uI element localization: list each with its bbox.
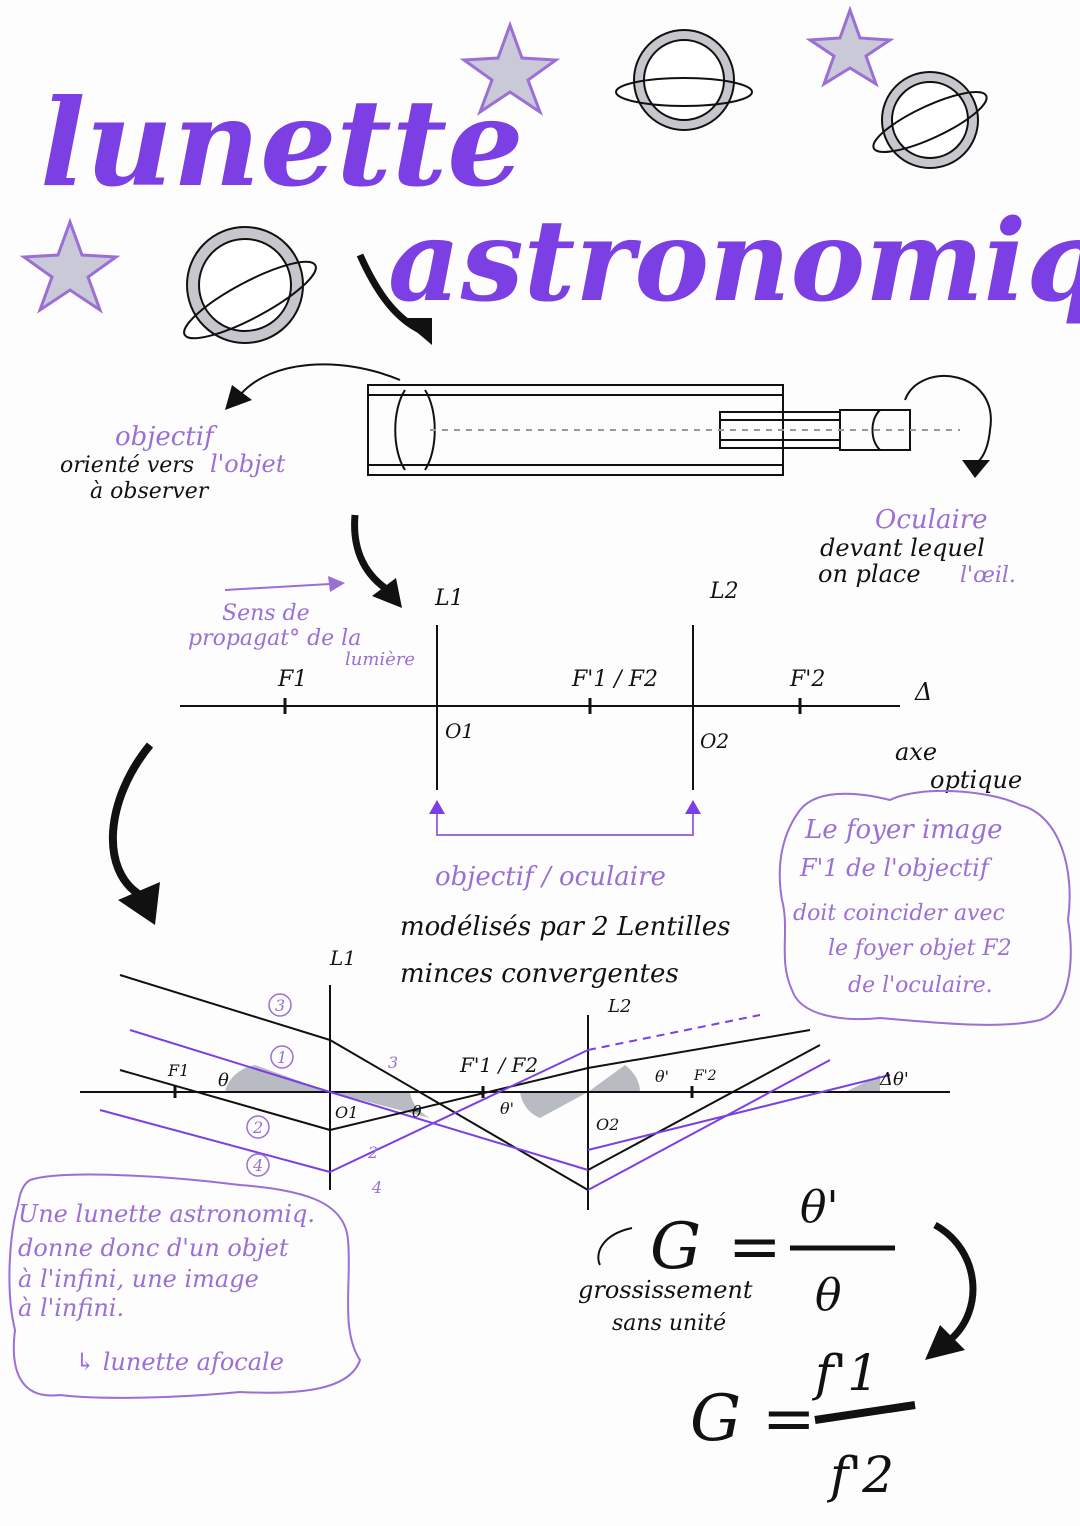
eyepiece-desc-1: devant lequel (820, 534, 985, 562)
axis-lens2-label: L2 (709, 579, 739, 604)
axis-f1p-f2-label: F'1 / F2 (571, 667, 658, 692)
ray-theta-p-label-2: θ' (655, 1067, 669, 1086)
star-icon (19, 217, 121, 314)
ray-lens1-label: L1 (329, 946, 356, 970)
ray-theta-p-label-1: θ' (500, 1099, 514, 1118)
formula-den-2: f'2 (826, 1446, 894, 1504)
afocal-note-line-2: donne donc d'un objet (18, 1234, 289, 1262)
arrow-to-eyepiece (904, 375, 992, 478)
lens-caption-2: modélisés par 2 Lentilles (400, 912, 730, 942)
formula-g-2: G (690, 1382, 741, 1456)
axis-f2p-label: F'2 (789, 667, 825, 692)
star-icon (805, 5, 895, 88)
formula-caption-2: sans unité (612, 1311, 726, 1336)
ray-number-1: 1 (277, 1048, 287, 1067)
direction-line-1: Sens de (222, 601, 310, 626)
focus-note-line-2: F'1 de l'objectif (799, 854, 993, 882)
formula-caption-1: grossissement (578, 1276, 753, 1304)
afocal-note-cloud (8, 1173, 362, 1399)
formula-eq-2: = (762, 1382, 816, 1456)
objective-label: objectif (115, 422, 218, 452)
eyepiece-label: Oculaire (875, 505, 988, 535)
ray-small-4: 4 (371, 1178, 382, 1197)
planet-icon (872, 71, 988, 169)
planet-icon (183, 226, 317, 344)
focus-note-cloud (778, 789, 1072, 1026)
ray-o2-label: O2 (596, 1115, 619, 1134)
focus-note-line-4: le foyer objet F2 (828, 936, 1012, 961)
ray-f1p-f2-label: F'1 / F2 (459, 1053, 538, 1077)
formula-den-1: θ (815, 1270, 842, 1321)
axis-lens1-label: L1 (434, 586, 464, 611)
telescope-drawing (367, 384, 960, 476)
optical-axis-label-1: axe (895, 738, 937, 766)
ray-lens2-label: L2 (607, 996, 631, 1017)
ray-f2p-label: F'2 (693, 1068, 717, 1084)
arrow-grossissement (597, 1227, 633, 1266)
ray-number-4: 4 (252, 1156, 263, 1175)
arrow-formula (925, 1221, 977, 1360)
eyepiece-desc-2: on place (818, 560, 921, 588)
title-line-1: lunette (40, 73, 524, 214)
arrow-to-axis-diagram (351, 514, 402, 608)
objective-desc-1: orienté vers (60, 453, 194, 478)
ray-f1-label: F1 (167, 1061, 189, 1080)
direction-line-3: lumière (345, 649, 415, 670)
ray-delta-theta-label: Δθ' (879, 1069, 909, 1090)
afocal-note-line-1: Une lunette astronomiq. (18, 1200, 315, 1228)
ray-small-2: 2 (367, 1143, 378, 1162)
ray-theta-label-2: θ (412, 1102, 422, 1121)
eyepiece-desc-3: l'œil. (960, 563, 1016, 588)
direction-line-2: propagat° de la (188, 626, 361, 651)
ray-diagram (80, 974, 950, 1210)
optical-axis-diagram (180, 576, 900, 836)
lens-caption-1: objectif / oculaire (435, 862, 666, 892)
focus-note-line-3: doit coincider avec (793, 901, 1005, 926)
ray-number-3: 3 (275, 996, 285, 1015)
afocal-note-line-3: à l'infini, une image (18, 1265, 259, 1293)
formula-fraction-bar-2 (814, 1401, 916, 1424)
title-line-2: astronomique (388, 196, 1080, 327)
objective-desc-3: à observer (90, 479, 210, 504)
formula-g-1: G (650, 1210, 701, 1284)
planet-icon (615, 29, 753, 131)
focus-note-line-1: Le foyer image (804, 815, 1002, 845)
axis-f1-label: F1 (277, 667, 307, 692)
formula-num-2: f'1 (811, 1344, 879, 1402)
optical-axis-label-2: optique (930, 766, 1022, 794)
ray-small-3: 3 (388, 1053, 398, 1072)
lens-caption-3: minces convergentes (400, 959, 679, 989)
axis-o1-label: O1 (445, 719, 474, 743)
star-icon (459, 20, 561, 116)
axis-o2-label: O2 (700, 729, 729, 753)
afocal-note-line-4: à l'infini. (18, 1294, 124, 1322)
formula-eq-1: = (728, 1210, 782, 1284)
focus-note-line-5: de l'oculaire. (848, 973, 993, 998)
arrow-to-telescope (356, 253, 432, 345)
ray-theta-label-1: θ (218, 1070, 229, 1091)
arrow-to-objective (225, 363, 401, 410)
arrow-to-ray-diagram (108, 742, 160, 925)
afocal-note-line-5: ↳ lunette afocale (75, 1348, 284, 1376)
objective-desc-2: l'objet (210, 450, 286, 478)
formula-num-1: θ' (800, 1182, 839, 1233)
ray-number-2: 2 (252, 1118, 263, 1137)
ray-o1-label: O1 (335, 1103, 358, 1122)
axis-delta-label: Δ (914, 678, 932, 706)
